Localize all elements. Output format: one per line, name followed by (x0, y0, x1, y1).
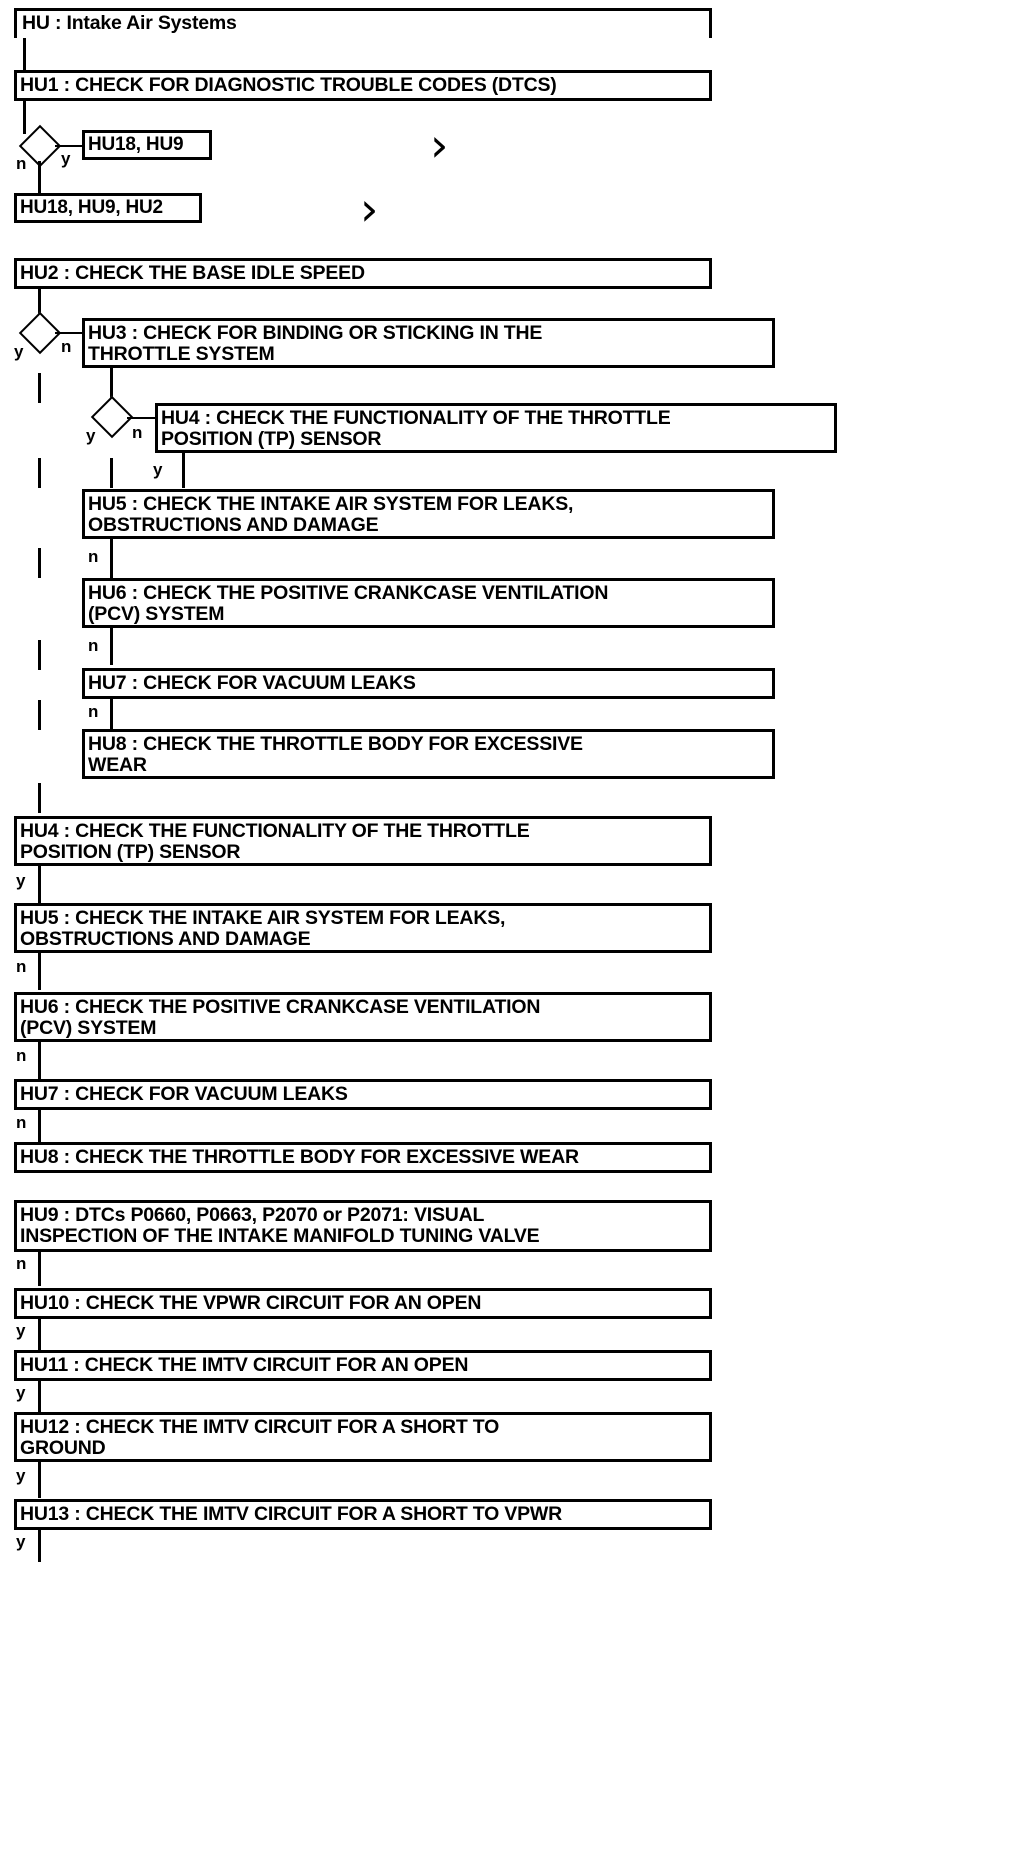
connector-decision3-to-hu4a (127, 417, 157, 419)
edge-label-hu2-no: n (61, 337, 72, 356)
connector-hu4-to-hu5 (38, 866, 41, 902)
edge-label-hu4-yes: y (16, 871, 26, 890)
node-hu8[interactable]: HU8 : CHECK THE THROTTLE BODY FOR EXCESS… (14, 1142, 712, 1173)
node-hu8-indented[interactable]: HU8 : CHECK THE THROTTLE BODY FOR EXCESS… (82, 729, 775, 779)
connector-hu7-to-hu8 (38, 1110, 41, 1142)
connector-decision1-to-r1 (55, 145, 84, 147)
node-hu5[interactable]: HU5 : CHECK THE INTAKE AIR SYSTEM FOR LE… (14, 903, 712, 953)
edge-label-hu6-no: n (16, 1046, 27, 1065)
node-hu10[interactable]: HU10 : CHECK THE VPWR CIRCUIT FOR AN OPE… (14, 1288, 712, 1319)
node-hu6[interactable]: HU6 : CHECK THE POSITIVE CRANKCASE VENTI… (14, 992, 712, 1042)
node-hu3[interactable]: HU3 : CHECK FOR BINDING OR STICKING IN T… (82, 318, 775, 368)
edge-label-hu10-yes: y (16, 1321, 26, 1340)
edge-label-hu5a-no: n (88, 547, 99, 566)
connector-hu4a-to-hu5a (182, 453, 185, 488)
spine-hu2-yes-seg1 (38, 373, 41, 403)
node-hu13[interactable]: HU13 : CHECK THE IMTV CIRCUIT FOR A SHOR… (14, 1499, 712, 1530)
connector-title-to-hu1 (23, 38, 26, 70)
edge-label-hu5-no: n (16, 957, 27, 976)
edge-label-hu4a-yes: y (153, 460, 163, 479)
connector-hu5a-to-hu6a (110, 539, 113, 576)
spine-hu2-yes-seg4 (38, 640, 41, 670)
edge-label-hu9-no: n (16, 1254, 27, 1273)
node-hu4[interactable]: HU4 : CHECK THE FUNCTIONALITY OF THE THR… (14, 816, 712, 866)
spine-hu3-yes-seg1 (110, 458, 113, 488)
connector-hu12-to-hu13 (38, 1462, 41, 1498)
title-bracket (14, 8, 712, 38)
chevron-right-icon-2: › (360, 182, 379, 236)
node-hu9[interactable]: HU9 : DTCs P0660, P0663, P2070 or P2071:… (14, 1200, 712, 1252)
connector-hu6-to-hu7 (38, 1042, 41, 1079)
spine-hu2-yes-seg6 (38, 783, 41, 813)
edge-label-hu3-yes: y (86, 426, 96, 445)
node-hu6-indented[interactable]: HU6 : CHECK THE POSITIVE CRANKCASE VENTI… (82, 578, 775, 628)
node-hu11[interactable]: HU11 : CHECK THE IMTV CIRCUIT FOR AN OPE… (14, 1350, 712, 1381)
node-ref-hu18-hu9[interactable]: HU18, HU9 (82, 130, 212, 160)
page-title: HU : Intake Air Systems (22, 12, 237, 34)
connector-hu3-to-decision3 (110, 368, 113, 403)
connector-hu10-to-hu11 (38, 1319, 41, 1351)
edge-label-hu6a-no: n (88, 636, 99, 655)
node-hu7-indented[interactable]: HU7 : CHECK FOR VACUUM LEAKS (82, 668, 775, 699)
node-ref-hu18-hu9-hu2[interactable]: HU18, HU9, HU2 (14, 193, 202, 223)
connector-hu1-to-decision1 (23, 101, 26, 134)
connector-hu13-out (38, 1530, 41, 1562)
edge-label-hu3-no: n (132, 423, 143, 442)
spine-hu2-yes-seg3 (38, 548, 41, 578)
connector-decision1-to-r2 (38, 161, 41, 193)
node-hu12[interactable]: HU12 : CHECK THE IMTV CIRCUIT FOR A SHOR… (14, 1412, 712, 1462)
node-hu1[interactable]: HU1 : CHECK FOR DIAGNOSTIC TROUBLE CODES… (14, 70, 712, 101)
node-hu4-indented[interactable]: HU4 : CHECK THE FUNCTIONALITY OF THE THR… (155, 403, 837, 453)
edge-label-hu7-no: n (16, 1113, 27, 1132)
connector-hu11-to-hu12 (38, 1381, 41, 1413)
node-hu2[interactable]: HU2 : CHECK THE BASE IDLE SPEED (14, 258, 712, 289)
node-hu7[interactable]: HU7 : CHECK FOR VACUUM LEAKS (14, 1079, 712, 1110)
node-hu5-indented[interactable]: HU5 : CHECK THE INTAKE AIR SYSTEM FOR LE… (82, 489, 775, 539)
edge-label-hu13-yes: y (16, 1532, 26, 1551)
edge-label-hu2-yes: y (14, 342, 24, 361)
connector-hu5-to-hu6 (38, 953, 41, 990)
spine-hu2-yes-seg2 (38, 458, 41, 488)
edge-label-hu11-yes: y (16, 1383, 26, 1402)
connector-hu6a-to-hu7a (110, 628, 113, 665)
connector-decision2-to-hu3 (55, 332, 85, 334)
chevron-right-icon-1: › (430, 118, 449, 172)
connector-hu9-to-hu10 (38, 1252, 41, 1286)
edge-label-hu12-yes: y (16, 1466, 26, 1485)
connector-hu2-to-decision2 (38, 289, 41, 321)
edge-label-hu1-no: n (16, 154, 27, 173)
edge-label-hu7a-no: n (88, 702, 99, 721)
spine-hu2-yes-seg5 (38, 700, 41, 730)
connector-hu7a-to-hu8a (110, 699, 113, 729)
edge-label-hu1-yes: y (61, 149, 71, 168)
